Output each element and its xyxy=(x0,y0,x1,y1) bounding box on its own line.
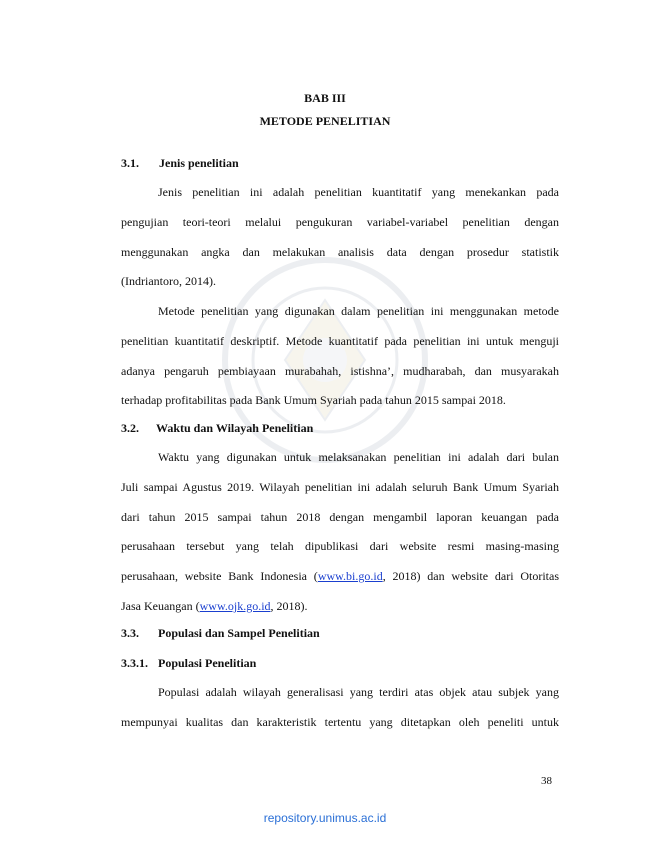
paragraph-line: dari tahun 2015 sampai tahun 2018 dengan… xyxy=(121,509,559,524)
paragraph-waktu-wilayah: Waktu yang digunakan untuk melaksanakan … xyxy=(121,443,559,622)
paragraph-line: terhadap profitabilitas pada Bank Umum S… xyxy=(121,393,506,408)
paragraph-line: Juli sampai Agustus 2019. Wilayah peneli… xyxy=(121,479,559,494)
ojk-website-link[interactable]: www.ojk.go.id xyxy=(199,598,271,613)
section-number: 3.1. xyxy=(121,156,139,170)
text-run: Jasa Keuangan ( xyxy=(121,598,200,613)
paragraph-jenis-penelitian: Jenis penelitian ini adalah penelitian k… xyxy=(121,178,559,297)
paragraph-populasi: Populasi adalah wilayah generalisasi yan… xyxy=(121,678,559,738)
text-run: , 2018). xyxy=(270,598,308,613)
section-heading-3-1: 3.1. Jenis penelitian xyxy=(121,156,239,171)
paragraph-line: (Indriantoro, 2014). xyxy=(121,274,216,289)
text-run: perusahaan, website Bank Indonesia ( xyxy=(121,569,318,584)
text-run: , 2018) dan website dari Otoritas xyxy=(382,569,559,584)
paragraph-line: penelitian kuantitatif deskriptif. Metod… xyxy=(121,333,559,348)
paragraph-line: Jenis penelitian ini adalah penelitian k… xyxy=(158,185,559,199)
page-number: 38 xyxy=(541,775,552,787)
chapter-title: METODE PENELITIAN xyxy=(259,114,391,128)
section-number: 3.3.1. xyxy=(121,656,148,670)
paragraph-line: Waktu yang digunakan untuk melaksanakan … xyxy=(158,450,559,464)
paragraph-line: mempunyai kualitas dan karakteristik ter… xyxy=(121,714,559,729)
paragraph-line: Jasa Keuangan (www.ojk.go.id, 2018). xyxy=(121,592,559,622)
section-title: Jenis penelitian xyxy=(159,156,239,170)
section-heading-3-3: 3.3. Populasi dan Sampel Penelitian xyxy=(121,626,320,641)
paragraph-metode-penelitian: Metode penelitian yang digunakan dalam p… xyxy=(121,297,559,416)
section-title: Populasi dan Sampel Penelitian xyxy=(158,626,320,640)
paragraph-line: adanya pengaruh pembiayaan murabahah, is… xyxy=(121,363,559,378)
paragraph-line: Populasi adalah wilayah generalisasi yan… xyxy=(158,685,559,699)
section-title: Populasi Penelitian xyxy=(158,656,257,670)
paragraph-line: menggunakan angka dan melakukan analisis… xyxy=(121,244,559,259)
paragraph-line: pengujian teori-teori melalui pengukuran… xyxy=(121,214,559,229)
section-heading-3-2: 3.2. Waktu dan Wilayah Penelitian xyxy=(121,421,313,436)
section-number: 3.2. xyxy=(121,421,139,435)
section-title: Waktu dan Wilayah Penelitian xyxy=(156,421,314,435)
paragraph-line: Metode penelitian yang digunakan dalam p… xyxy=(158,304,559,318)
section-number: 3.3. xyxy=(121,626,139,640)
bi-website-link[interactable]: www.bi.go.id xyxy=(317,569,383,584)
chapter-label: BAB III xyxy=(304,91,346,105)
repository-footer: repository.unimus.ac.id xyxy=(263,811,387,825)
paragraph-line: perusahaan, website Bank Indonesia (www.… xyxy=(121,562,559,592)
section-heading-3-3-1: 3.3.1. Populasi Penelitian xyxy=(121,656,256,671)
university-seal-watermark xyxy=(222,257,428,463)
paragraph-line: perusahaan tersebut yang telah dipublika… xyxy=(121,539,559,554)
